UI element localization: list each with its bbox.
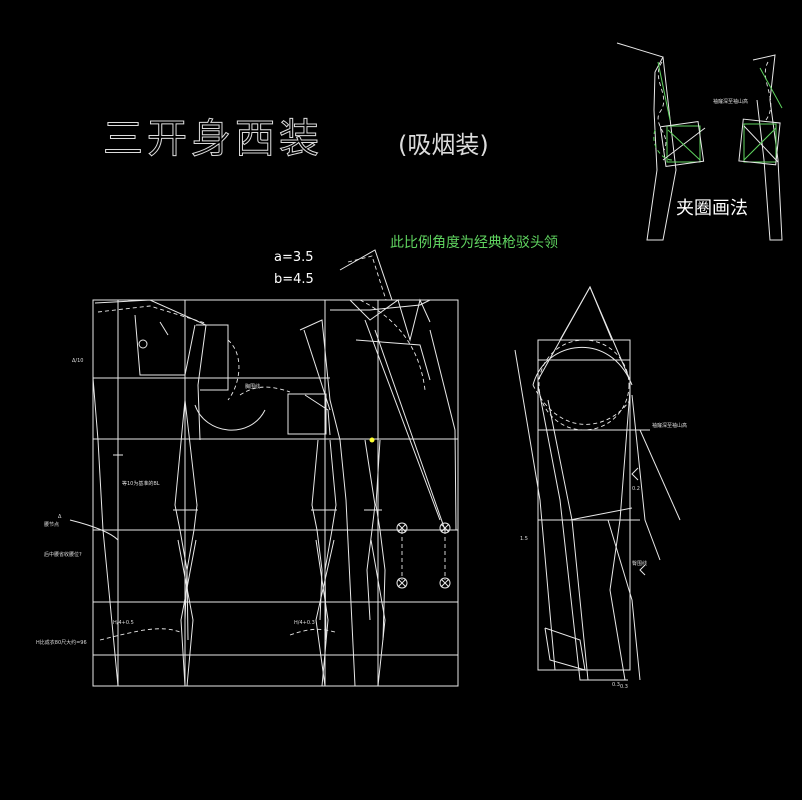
note-n1: 腰节点 [44, 522, 59, 528]
note-n8: H/4+0.3 [294, 620, 315, 626]
svg-text:袖窿深至袖山高: 袖窿深至袖山高 [713, 98, 748, 105]
button-markers [396, 522, 451, 589]
param-b: b=4.5 [274, 272, 314, 287]
note-n4: 等10为基准的BL [122, 480, 160, 487]
note-n11: 0.3 [620, 684, 628, 690]
note-n14: Δ/10 [72, 358, 83, 364]
note-n10: 0.2 [632, 486, 640, 492]
body-draft: Δ/10 Δ 腰节点 等10为基准的BL 后中腰省收腰位? H比成衣80尺大约=… [36, 249, 459, 687]
highlight-point [369, 437, 375, 443]
note-n13: 袖窿深至袖山高 [652, 422, 687, 429]
armhole-label: 夹圈画法 [676, 198, 748, 219]
sleeve-draft: 0.3 0.3 1.5 0.2 袖窿深至袖山高 臀围线 [514, 285, 687, 690]
note-n7: H/4+0.5 [113, 620, 134, 626]
title: 三开身西装 [103, 116, 323, 162]
note-n2: 胸围线 [245, 383, 260, 390]
armhole-sketch: 袖窿深至袖山高 [616, 42, 783, 241]
subtitle: (吸烟装) [398, 131, 489, 159]
param-a: a=3.5 [274, 250, 314, 265]
note-n3: 臀围线 [632, 560, 647, 567]
note-n5: 后中腰省收腰位? [44, 551, 82, 558]
note-n15: Δ [58, 514, 62, 520]
note-n12: 0.3 [612, 682, 620, 688]
note-n9: 1.5 [520, 536, 528, 542]
collar-note: 此比例角度为经典枪驳头领 [390, 234, 558, 251]
note-n6: H比成衣80尺大约=96 [36, 639, 87, 646]
